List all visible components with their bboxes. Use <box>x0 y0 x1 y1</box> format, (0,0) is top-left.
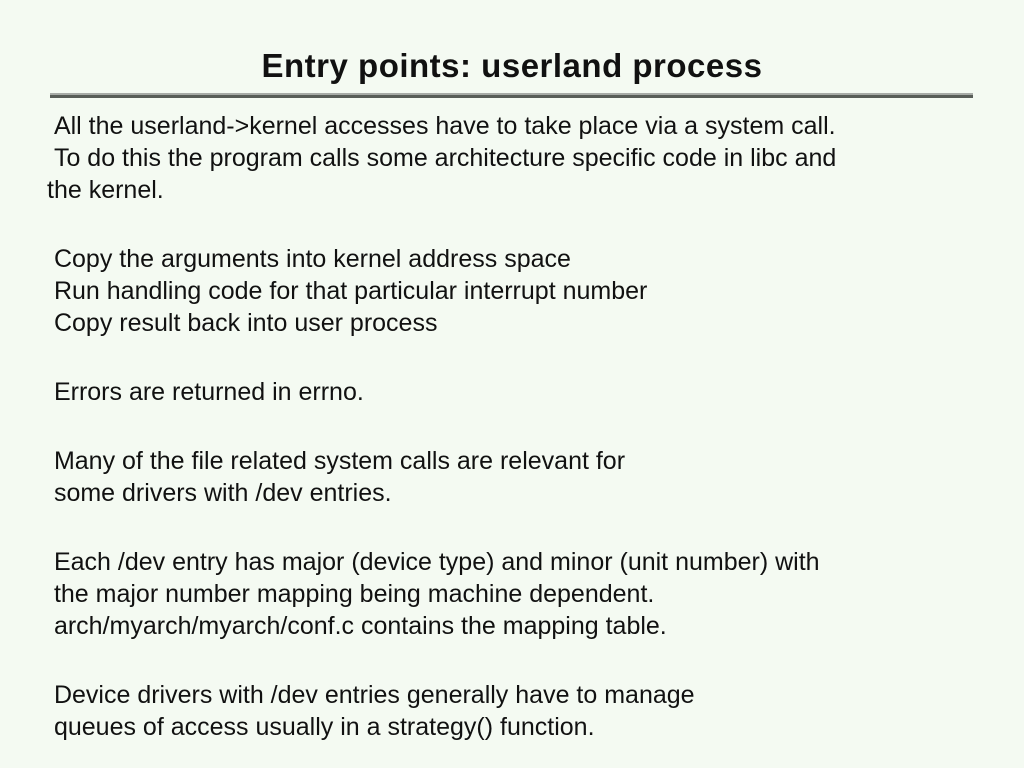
paragraph-errno: Errors are returned in errno. <box>47 378 364 406</box>
paragraph-file-syscalls: Many of the file related system calls ar… <box>53 447 626 507</box>
slide-title: Entry points: userland process <box>261 47 763 84</box>
paragraph-system-call: All the userland->kernel accesses have t… <box>47 112 837 204</box>
paragraph-strategy-function: Device drivers with /dev entries general… <box>53 681 695 741</box>
title-divider <box>50 93 973 98</box>
paragraph-syscall-steps: Copy the arguments into kernel address s… <box>53 245 648 337</box>
slide-body: All the userland->kernel accesses have t… <box>0 110 1024 743</box>
paragraph-dev-entries: Each /dev entry has major (device type) … <box>53 548 820 640</box>
